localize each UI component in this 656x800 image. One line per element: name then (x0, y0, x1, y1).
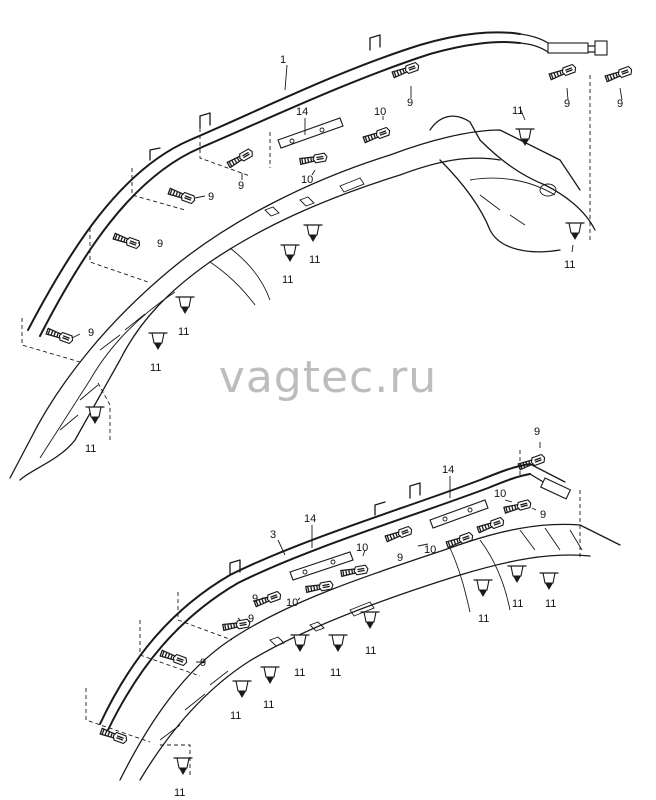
callout-11: 11 (512, 105, 523, 117)
top-assembly (9, 31, 634, 481)
callout-11: 11 (174, 787, 185, 799)
callout-3: 3 (270, 529, 276, 541)
callout-11: 11 (365, 645, 376, 657)
callout-9: 9 (540, 509, 546, 521)
callout-11: 11 (230, 710, 241, 722)
callout-9: 9 (248, 613, 254, 625)
callout-9: 9 (397, 552, 403, 564)
callout-10: 10 (301, 174, 313, 186)
bottom-assembly (85, 442, 621, 781)
callout-11: 11 (309, 254, 320, 266)
callout-14: 14 (304, 513, 316, 525)
callout-9: 9 (88, 327, 94, 339)
callout-11: 11 (178, 326, 189, 338)
callout-11: 11 (512, 598, 523, 610)
callout-11: 11 (263, 699, 274, 711)
callout-9: 9 (157, 238, 163, 250)
callout-10: 10 (356, 542, 368, 554)
callout-9: 9 (208, 191, 214, 203)
callout-10: 10 (374, 106, 386, 118)
callout-14: 14 (296, 106, 308, 118)
callout-1: 1 (280, 54, 286, 66)
callout-10: 10 (286, 597, 298, 609)
callout-11: 11 (85, 443, 96, 455)
callout-11: 11 (478, 613, 489, 625)
callout-11: 11 (330, 667, 341, 679)
callout-11: 11 (294, 667, 305, 679)
callout-9: 9 (534, 426, 540, 438)
watermark: vagtec.ru (218, 352, 438, 403)
callout-10: 10 (424, 544, 436, 556)
callout-10: 10 (494, 488, 506, 500)
callout-9: 9 (564, 98, 570, 110)
callout-9: 9 (617, 98, 623, 110)
callout-11: 11 (282, 274, 293, 286)
callout-11: 11 (564, 259, 575, 271)
callout-9: 9 (238, 180, 244, 192)
callout-9: 9 (407, 97, 413, 109)
callout-9: 9 (252, 593, 258, 605)
callout-11: 11 (545, 598, 556, 610)
callout-14: 14 (442, 464, 454, 476)
callout-11: 11 (150, 362, 161, 374)
callout-9: 9 (200, 657, 206, 669)
